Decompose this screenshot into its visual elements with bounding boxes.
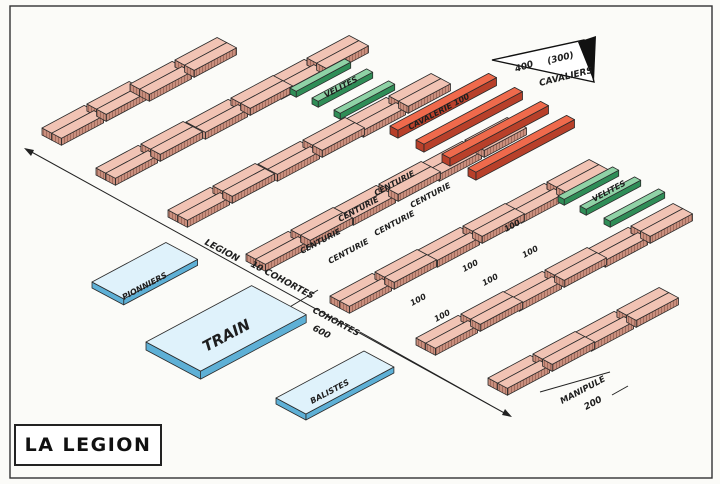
velites-top-bar-2-top-face (333, 80, 396, 114)
pionniers-block (91, 242, 199, 306)
legion-label: LEGION (203, 238, 241, 265)
century-slab-11-1-1 (384, 254, 437, 290)
century-slab-5-1-0 (177, 192, 231, 228)
title-box: LA LEGION (14, 424, 162, 466)
centurie-label-4: CENTURIE (373, 209, 417, 238)
century-slab-8-1-1 (300, 212, 353, 248)
century-slab-15-1-1-top-face (554, 252, 607, 281)
velites-right-bar-2-top-face (603, 188, 666, 222)
cohort-dimension-line (359, 331, 491, 406)
cavalry-blocks (389, 73, 575, 181)
velites-right-bar-0 (557, 166, 620, 206)
century-slab-17-1-1-top-face (542, 336, 595, 365)
hundred-label-3: 100 (461, 258, 480, 274)
train-block (145, 285, 307, 380)
century-slab-5-1-1 (222, 168, 275, 204)
cavalry-bar-2-top-face (441, 101, 549, 159)
century-slab-6-1-1-top-face (312, 122, 365, 151)
century-slab-2-1-1 (150, 126, 203, 162)
velites-top-bar-2 (333, 80, 396, 120)
century-slab-5-1-1-top-face (222, 168, 275, 197)
cavalry-bar-1 (415, 87, 523, 153)
century-slab-16-1-1-top-face (640, 208, 693, 237)
cohortes-size: 600 (311, 324, 332, 342)
century-slab-14-1-1-top-face (470, 296, 523, 325)
century-slab-8-1-1-top-face (300, 212, 353, 241)
hundred-label-5: 100 (409, 292, 428, 308)
velites-blocks (289, 58, 666, 228)
manipule-size: 200 (583, 395, 604, 413)
century-slab-7-1-1 (398, 78, 451, 114)
century-slab-3-1-1 (240, 80, 293, 116)
century-slab-3-1-1-top-face (240, 80, 293, 109)
century-slab-15-1-1 (554, 252, 607, 288)
hundred-label-4: 100 (481, 272, 500, 288)
cavalry-bar-2 (441, 101, 549, 167)
balistes-block-top-face (275, 350, 395, 415)
velites-right-bar-1 (579, 176, 642, 216)
cavalry-bar-0 (389, 73, 497, 139)
century-slab-18-1-1-top-face (626, 292, 679, 321)
century-slab-17-1-1 (542, 336, 595, 372)
legion-arrow-start (24, 148, 34, 156)
century-slab-7-1-1-top-face (398, 78, 451, 107)
velites-top-bar-0-top-face (289, 58, 352, 92)
pionniers-block-top-face (91, 242, 199, 300)
cavalry-pointer-shade (578, 36, 596, 82)
century-slab-17-1-0 (497, 360, 550, 396)
century-slab-4-1-1-top-face (316, 40, 369, 69)
century-slab-14-1-1 (470, 296, 523, 332)
century-slab-8-1-0 (255, 236, 309, 272)
century-slab-9-1-1 (388, 166, 441, 202)
hundred-label-2: 100 (521, 244, 540, 260)
centurie-label-6: CENTURIE (327, 237, 371, 266)
century-slab-16-1-1 (640, 208, 693, 244)
velites-right-bar-2 (603, 188, 666, 228)
train-block-top-face (145, 285, 307, 372)
century-slab-6-1-1 (312, 122, 365, 158)
century-slab-11-1-1-top-face (384, 254, 437, 283)
cohort-extension-line (287, 289, 319, 309)
manipule-tick (611, 385, 629, 396)
support-blocks (91, 242, 395, 421)
century-slab-12-1-1-top-face (472, 208, 525, 237)
balistes-block (275, 350, 395, 421)
diagram-title: LA LEGION (24, 434, 152, 456)
cavalry-bar-3-top-face (467, 115, 575, 173)
page-frame (9, 5, 713, 479)
velites-top-bar-1 (311, 68, 374, 108)
century-slab-12-1-1 (472, 208, 525, 244)
legion-arrow-end (502, 409, 512, 417)
century-slab-2-1-1-top-face (150, 126, 203, 155)
century-blocks (41, 35, 693, 396)
cavalry-bar-1-top-face (415, 87, 523, 145)
century-slab-1-1-1-top-face (184, 42, 237, 71)
legion-dimension-line (27, 149, 509, 416)
manipule-extension-line (539, 371, 611, 393)
cavalry-bar-3 (467, 115, 575, 181)
velites-right-bar-1-top-face (579, 176, 642, 210)
century-slab-9-1-1-top-face (388, 166, 441, 195)
velites-right-bar-0-top-face (557, 166, 620, 200)
century-slab-2-1-0 (105, 150, 159, 186)
century-slab-1-1-0 (139, 66, 193, 102)
velites-top-bar-0 (289, 58, 352, 98)
cavalry-bar-0-top-face (389, 73, 497, 131)
velites-top-bar-1-top-face (311, 68, 374, 102)
century-slab-1-1-1 (184, 42, 237, 78)
century-slab-18-1-1 (626, 292, 679, 328)
